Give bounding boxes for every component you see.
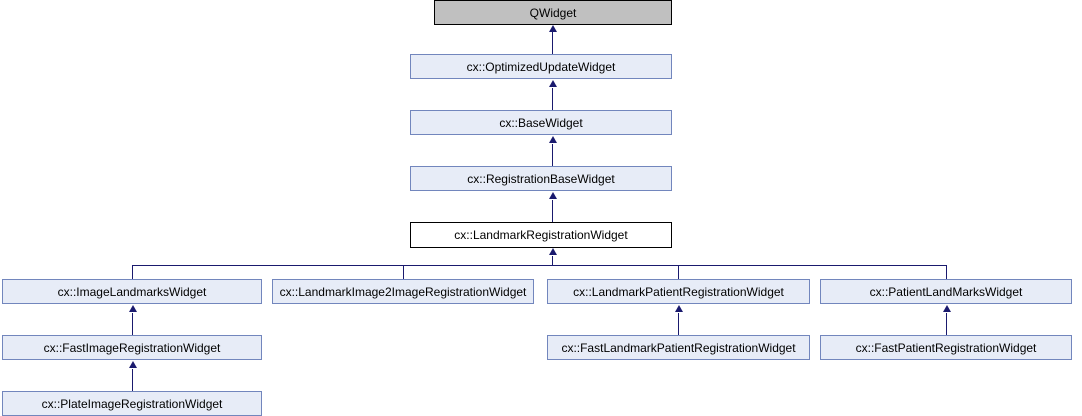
- node-optimizedupdatewidget[interactable]: cx::OptimizedUpdateWidget: [410, 54, 672, 79]
- arrowhead-patientlandmarkswidget: [943, 305, 951, 312]
- edge-drop-landmarkimage2imagereg: [403, 265, 404, 279]
- edge-trunk-landmarkregistrationwidget: [552, 256, 553, 265]
- node-plateimageregistrationwidget[interactable]: cx::PlateImageRegistrationWidget: [2, 391, 262, 416]
- node-qwidget[interactable]: QWidget: [434, 0, 672, 25]
- edge-landmarkregistrationwidget-to-registrationbasewidget: [552, 200, 553, 222]
- edge-basewidget-to-optimizedupdatewidget: [552, 88, 553, 110]
- edge-registrationbasewidget-to-basewidget: [552, 144, 553, 166]
- edge-fastlandmarkpatientreg-to-landmarkpatientreg: [678, 313, 679, 335]
- edge-plateimageregistrationwidget-to-fastimageregistrationwidget: [132, 369, 133, 391]
- node-label-qwidget: QWidget: [529, 5, 577, 20]
- arrowhead-landmarkpatientreg: [675, 305, 683, 312]
- arrowhead-optimizedupdatewidget: [549, 80, 557, 87]
- node-label-fastlandmarkpatientregistrationwidget: cx::FastLandmarkPatientRegistrationWidge…: [561, 340, 796, 355]
- arrowhead-registrationbasewidget: [549, 192, 557, 199]
- node-landmarkimage2imageregistrationwidget[interactable]: cx::LandmarkImage2ImageRegistrationWidge…: [272, 279, 534, 304]
- node-label-basewidget: cx::BaseWidget: [499, 115, 583, 130]
- arrowhead-imagelandmarkswidget: [129, 305, 137, 312]
- node-label-landmarkregistrationwidget: cx::LandmarkRegistrationWidget: [454, 228, 628, 242]
- node-label-landmarkpatientregistrationwidget: cx::LandmarkPatientRegistrationWidget: [573, 284, 784, 299]
- node-label-patientlandmarkswidget: cx::PatientLandMarksWidget: [869, 284, 1023, 299]
- node-fastpatientregistrationwidget[interactable]: cx::FastPatientRegistrationWidget: [820, 335, 1072, 360]
- arrowhead-fastimageregistrationwidget: [129, 361, 137, 368]
- edge-bus-landmarkregistrationwidget-children: [132, 265, 946, 266]
- edge-fastimageregistrationwidget-to-imagelandmarkswidget: [132, 313, 133, 335]
- node-landmarkpatientregistrationwidget[interactable]: cx::LandmarkPatientRegistrationWidget: [547, 279, 810, 304]
- node-basewidget[interactable]: cx::BaseWidget: [410, 110, 672, 135]
- node-imagelandmarkswidget[interactable]: cx::ImageLandmarksWidget: [2, 279, 262, 304]
- arrowhead-basewidget: [549, 136, 557, 143]
- edge-drop-imagelandmarkswidget: [132, 265, 133, 279]
- node-fastimageregistrationwidget[interactable]: cx::FastImageRegistrationWidget: [2, 335, 262, 360]
- arrowhead-landmarkregistrationwidget: [549, 248, 557, 255]
- node-label-fastimageregistrationwidget: cx::FastImageRegistrationWidget: [43, 340, 221, 355]
- node-fastlandmarkpatientregistrationwidget[interactable]: cx::FastLandmarkPatientRegistrationWidge…: [547, 335, 810, 360]
- edge-drop-patientlandmarkswidget: [946, 265, 947, 279]
- node-landmarkregistrationwidget[interactable]: cx::LandmarkRegistrationWidget: [410, 222, 672, 248]
- node-label-fastpatientregistrationwidget: cx::FastPatientRegistrationWidget: [855, 340, 1037, 355]
- node-label-registrationbasewidget: cx::RegistrationBaseWidget: [467, 171, 615, 186]
- node-patientlandmarkswidget[interactable]: cx::PatientLandMarksWidget: [820, 279, 1072, 304]
- node-label-optimizedupdatewidget: cx::OptimizedUpdateWidget: [466, 59, 616, 74]
- node-label-imagelandmarkswidget: cx::ImageLandmarksWidget: [57, 284, 207, 299]
- node-label-landmarkimage2imageregistrationwidget: cx::LandmarkImage2ImageRegistrationWidge…: [279, 284, 527, 299]
- node-label-plateimageregistrationwidget: cx::PlateImageRegistrationWidget: [41, 396, 223, 411]
- node-registrationbasewidget[interactable]: cx::RegistrationBaseWidget: [410, 166, 672, 191]
- arrowhead-qwidget: [549, 25, 557, 32]
- edge-drop-landmarkpatientreg: [678, 265, 679, 279]
- edge-optimizedupdatewidget-to-qwidget: [552, 32, 553, 54]
- edge-fastpatientregistrationwidget-to-patientlandmarkswidget: [946, 313, 947, 335]
